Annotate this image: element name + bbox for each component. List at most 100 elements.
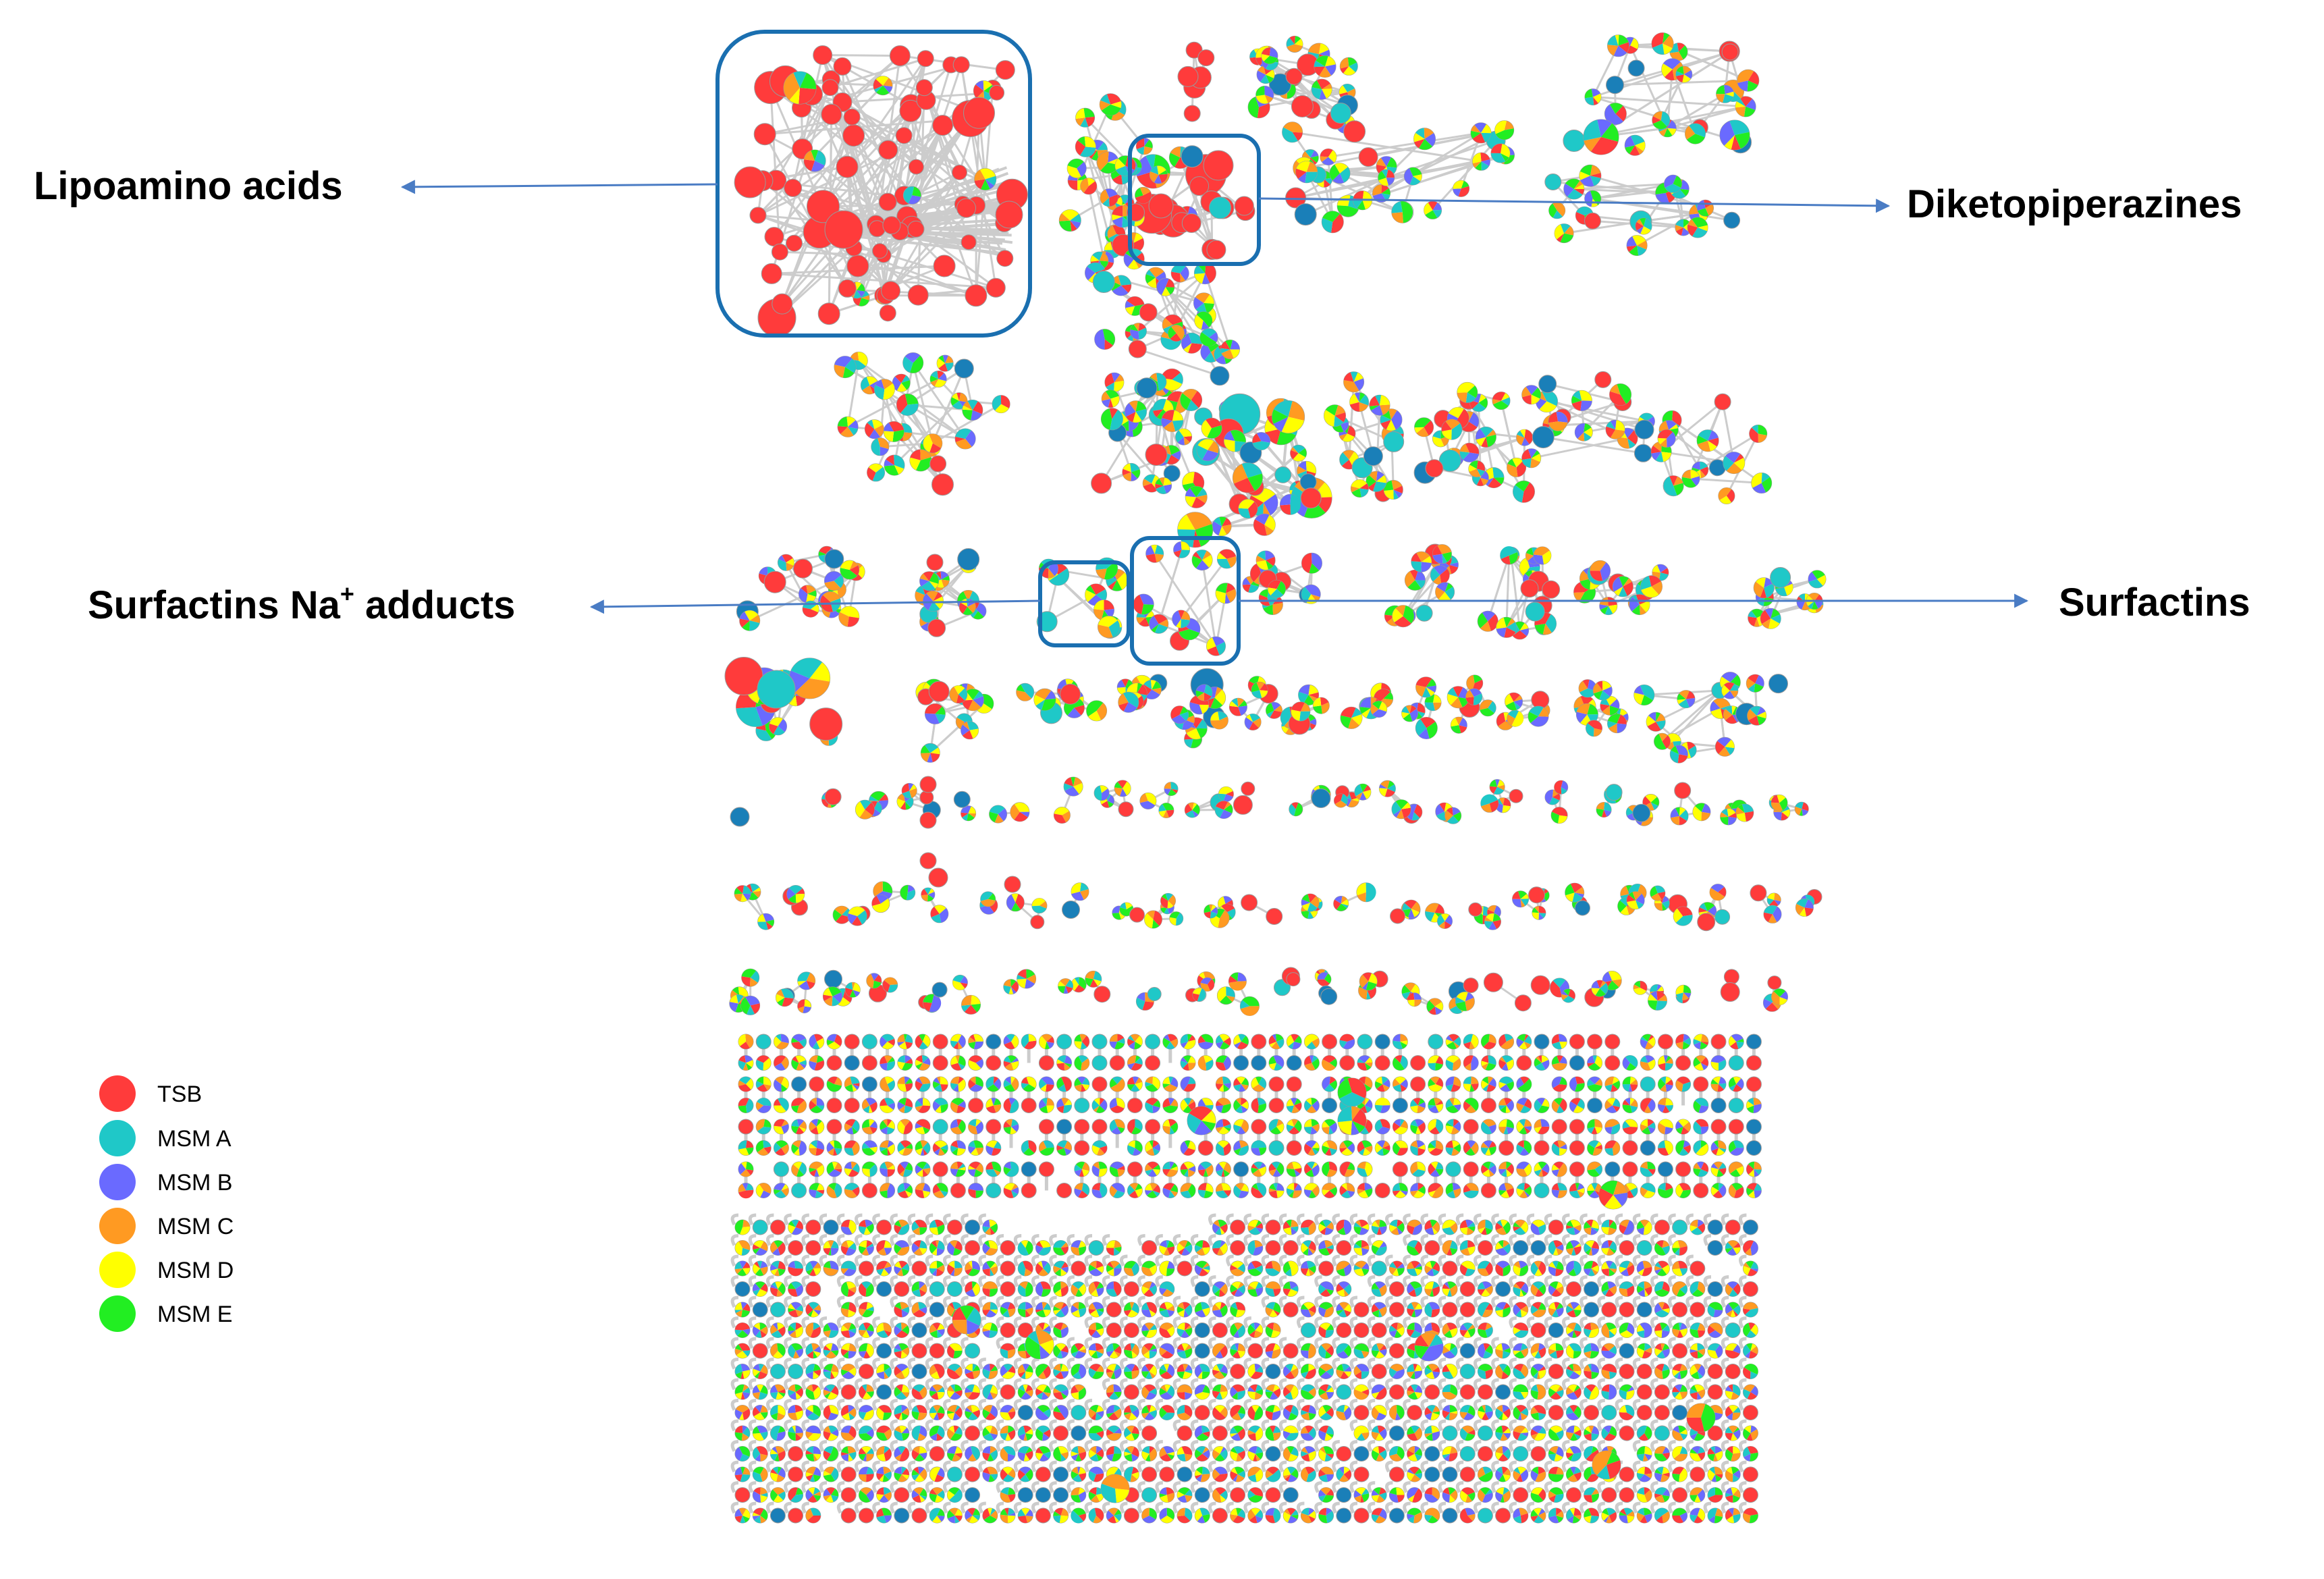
self-loop-edge xyxy=(1226,1234,1234,1246)
self-loop-edge xyxy=(1438,1275,1447,1287)
self-loop-edge xyxy=(730,1295,739,1308)
self-loop-edge xyxy=(748,1295,757,1308)
tsb-node xyxy=(809,707,843,741)
self-loop-edge xyxy=(1597,1254,1605,1267)
self-loop-edge xyxy=(855,1275,863,1287)
pie-node xyxy=(1404,569,1426,591)
self-loop-edge xyxy=(1013,1234,1022,1246)
network-edge xyxy=(893,400,960,466)
node-disc xyxy=(772,293,793,315)
self-loop-edge xyxy=(784,1275,792,1287)
pie-slice xyxy=(1114,381,1124,392)
network-edge xyxy=(1510,555,1521,631)
pie-node xyxy=(1238,499,1258,519)
tsb-node xyxy=(843,108,861,126)
self-loop-edge xyxy=(766,1295,774,1308)
pie-slice xyxy=(847,616,859,627)
self-loop-edge xyxy=(925,1254,934,1267)
pie-node xyxy=(923,433,943,454)
pie-node xyxy=(1675,65,1693,83)
node-disc xyxy=(1291,95,1314,117)
self-loop-edge xyxy=(978,1254,986,1267)
pie-node xyxy=(1477,610,1498,632)
pie-slice xyxy=(962,409,973,421)
tsb-node xyxy=(793,558,813,579)
pie-node xyxy=(1723,452,1746,475)
pie-slice xyxy=(1337,195,1351,207)
node-disc xyxy=(1197,49,1215,67)
self-loop-edge xyxy=(943,1254,951,1267)
tsb-node xyxy=(846,255,869,277)
self-loop-edge xyxy=(943,1295,951,1308)
pie-node xyxy=(1579,164,1602,187)
self-loop-edge xyxy=(1155,1234,1163,1246)
self-loop-edge xyxy=(1632,1254,1641,1267)
tsb-node xyxy=(784,178,803,197)
tsb-node xyxy=(1542,580,1561,599)
self-loop-edge xyxy=(1332,1234,1340,1246)
pie-slice xyxy=(1585,97,1594,105)
pie-node xyxy=(1413,128,1436,151)
pie-node xyxy=(1261,47,1278,65)
self-loop-edge xyxy=(1579,1254,1588,1267)
pie-node xyxy=(1253,513,1276,536)
self-loop-edge xyxy=(1721,1213,1729,1226)
tsb-node xyxy=(1714,393,1731,410)
self-loop-edge xyxy=(1172,1234,1181,1246)
node-disc xyxy=(749,207,767,224)
pie-node xyxy=(873,76,893,96)
network-edge xyxy=(774,236,977,297)
tsb-node xyxy=(1139,303,1158,322)
pie-slice xyxy=(1457,392,1467,403)
self-loop-edge xyxy=(1243,1254,1251,1267)
tsb-node xyxy=(1181,213,1201,233)
pie-node xyxy=(1612,576,1633,597)
tsb-node xyxy=(771,243,788,261)
pie-node xyxy=(1521,448,1542,469)
tsb-node xyxy=(878,140,898,160)
pie-node xyxy=(1719,119,1750,151)
pie-node xyxy=(1475,426,1496,448)
pie-node xyxy=(838,606,860,627)
self-loop-edge xyxy=(748,1213,757,1226)
pie-node xyxy=(864,419,884,439)
node-disc xyxy=(1210,366,1230,386)
tsb-node xyxy=(1091,473,1112,494)
pie-node xyxy=(1525,601,1545,622)
self-loop-edge xyxy=(1349,1234,1358,1246)
self-loop-edge xyxy=(1278,1254,1287,1267)
network-edge xyxy=(836,185,1003,230)
self-loop-edge xyxy=(925,1295,934,1308)
network-edge xyxy=(1158,549,1183,624)
pie-node xyxy=(884,454,905,476)
self-loop-edge xyxy=(1650,1275,1658,1287)
pie-node xyxy=(1392,605,1415,628)
node-disc xyxy=(926,554,944,571)
pie-node xyxy=(992,395,1010,414)
pie-node xyxy=(1100,408,1123,431)
self-loop-edge xyxy=(1349,1254,1358,1267)
node-disc xyxy=(846,255,869,277)
node-disc xyxy=(878,140,898,160)
network-edge xyxy=(1266,56,1336,121)
self-loop-edge xyxy=(1685,1254,1694,1267)
self-loop-edge xyxy=(1474,1254,1482,1267)
pie-node xyxy=(1092,271,1115,293)
self-loop-edge xyxy=(784,1295,792,1308)
self-loop-edge xyxy=(1084,1254,1093,1267)
pie-node xyxy=(1099,93,1122,116)
pie-node xyxy=(892,373,911,392)
self-loop-edge xyxy=(1739,1213,1747,1226)
self-loop-edge xyxy=(1084,1234,1093,1246)
self-loop-edge xyxy=(1013,1254,1022,1267)
pie-node xyxy=(1605,419,1625,439)
self-loop-edge xyxy=(1385,1213,1393,1226)
node-disc xyxy=(1285,68,1303,85)
self-loop-edge xyxy=(1367,1234,1376,1246)
pie-node xyxy=(1133,593,1154,615)
self-loop-edge xyxy=(1685,1275,1694,1287)
pie-node xyxy=(1574,423,1593,441)
tsb-node xyxy=(927,618,946,637)
self-loop-edge xyxy=(1544,1254,1552,1267)
self-loop-edge xyxy=(1084,1275,1093,1287)
